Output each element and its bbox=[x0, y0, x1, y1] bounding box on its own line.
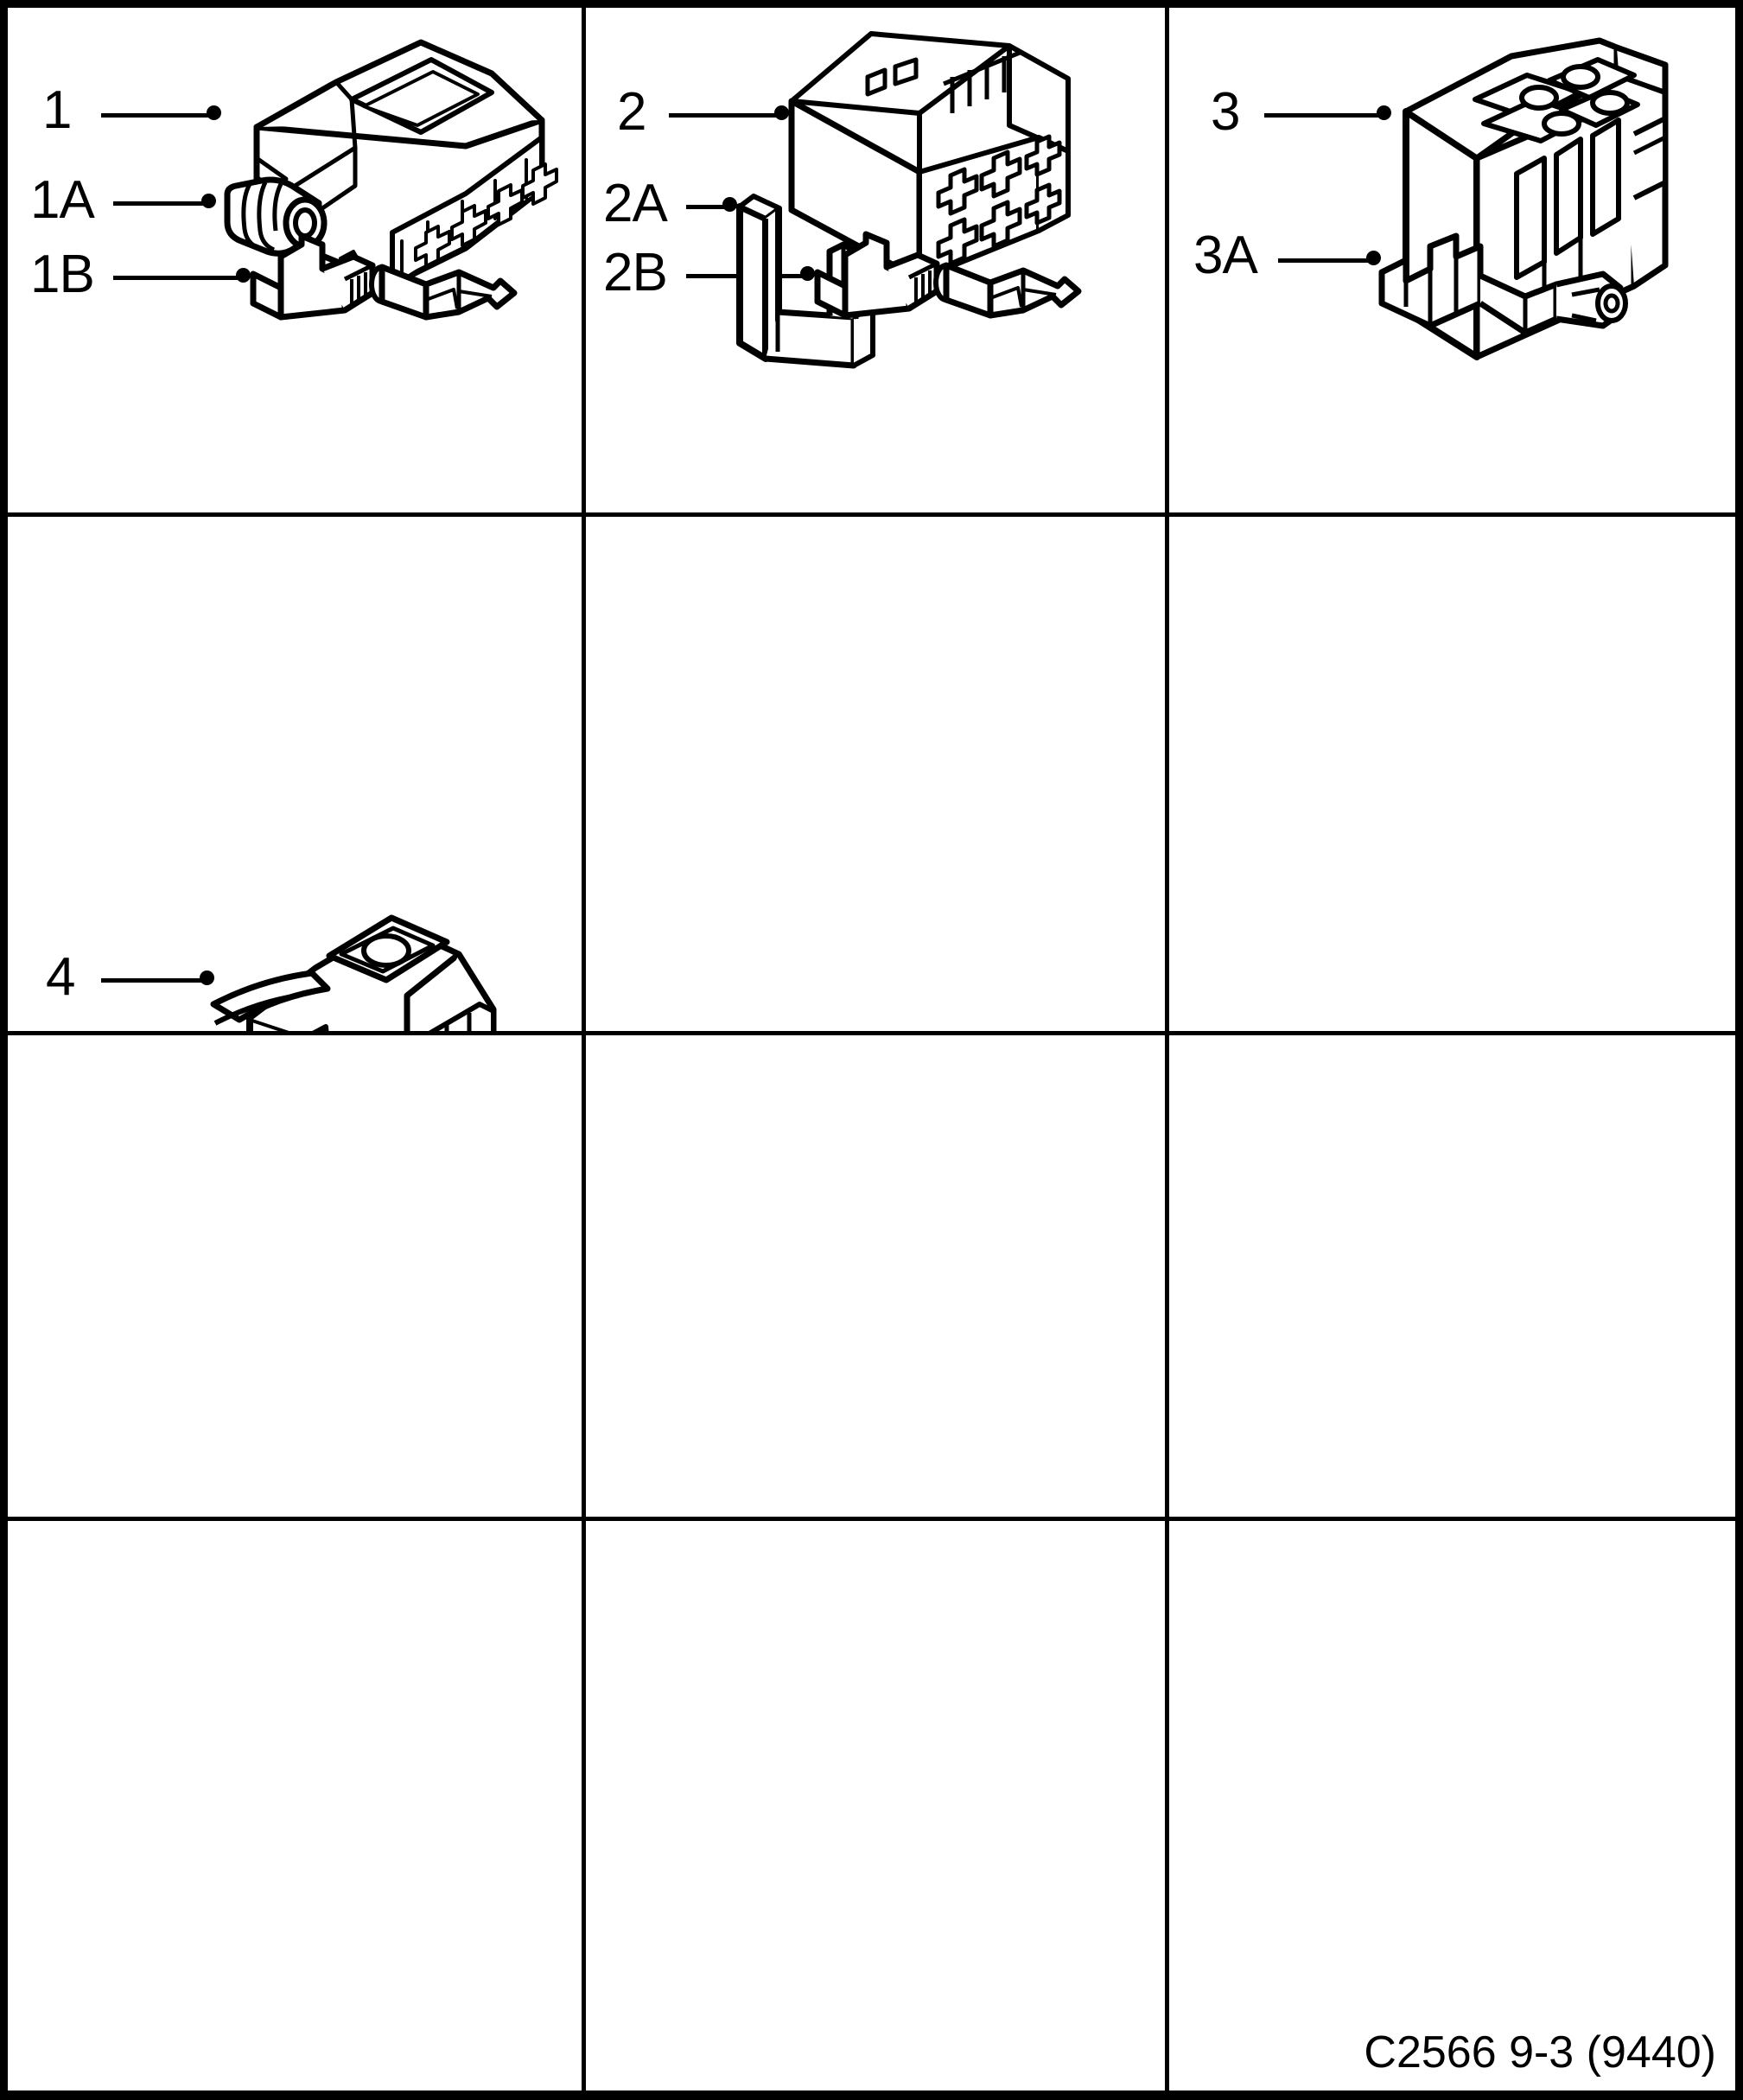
connector-housing-6way-block-art bbox=[774, 23, 1111, 309]
connector-housing-latched-art bbox=[200, 897, 545, 1031]
leader-dot-1b bbox=[236, 268, 251, 283]
leader-line-3 bbox=[1264, 113, 1384, 118]
leader-line-1b bbox=[113, 276, 243, 280]
parts-cell-10: 10 10A 10B 10C bbox=[8, 1521, 586, 2090]
callout-label-2a: 2A bbox=[603, 174, 668, 233]
callout-label-3a: 3A bbox=[1193, 226, 1258, 285]
female-terminal-pin-art-2b bbox=[805, 229, 1091, 341]
parts-cell-3: 3 3A bbox=[1169, 8, 1735, 517]
leader-dot-3a bbox=[1366, 251, 1381, 265]
female-terminal-pin-art-1b bbox=[241, 231, 526, 343]
parts-cell-1: 1 1A 1B bbox=[8, 8, 586, 517]
parts-cell-2: 2 2A 2B bbox=[586, 8, 1169, 517]
leader-line-4 bbox=[101, 978, 207, 983]
leader-dot-2 bbox=[774, 105, 789, 120]
leader-dot-3 bbox=[1377, 105, 1391, 120]
callout-label-3: 3 bbox=[1211, 82, 1240, 142]
callout-label-1b: 1B bbox=[30, 245, 95, 304]
parts-cell-4: 4 4A bbox=[8, 517, 586, 1035]
parts-cell-6-empty bbox=[1169, 517, 1735, 1035]
leader-dot-4 bbox=[200, 970, 214, 985]
sheet-caption: C2566 9-3 (9440) bbox=[1364, 2027, 1716, 2078]
callout-label-2b: 2B bbox=[603, 243, 668, 302]
leader-line-1a bbox=[113, 201, 208, 206]
parts-cell-9: 9B 9 9A 9C bbox=[1169, 1035, 1735, 1521]
secondary-lock-clip-art-2a bbox=[724, 188, 914, 378]
parts-cell-7: 7 7A bbox=[8, 1035, 586, 1521]
leader-line-2a bbox=[686, 205, 729, 209]
leader-line-1 bbox=[101, 113, 213, 118]
leader-line-2b bbox=[686, 274, 807, 278]
parts-grid: 1 1A 1B bbox=[8, 8, 1735, 2090]
callout-label-1: 1 bbox=[42, 80, 72, 140]
leader-line-2 bbox=[669, 113, 781, 118]
parts-cell-12-empty bbox=[1169, 1521, 1735, 2090]
leader-dot-2a bbox=[722, 197, 737, 212]
callout-label-2: 2 bbox=[617, 82, 646, 142]
parts-cell-8: 8 8A 8B bbox=[586, 1035, 1169, 1521]
leader-dot-1a bbox=[201, 194, 216, 208]
leader-dot-2b bbox=[800, 266, 815, 281]
callout-label-1a: 1A bbox=[30, 170, 95, 230]
leader-dot-1 bbox=[207, 105, 221, 120]
cable-seal-grommet-art-1a bbox=[215, 162, 353, 265]
connector-housing-relay-base-art bbox=[1375, 27, 1721, 398]
flat-blade-terminal-art-3a bbox=[1373, 224, 1658, 345]
parts-cell-5-empty bbox=[586, 517, 1169, 1035]
callout-label-4: 4 bbox=[46, 947, 75, 1007]
leader-line-3a bbox=[1278, 258, 1373, 263]
parts-cell-11: 11 11A 11B bbox=[586, 1521, 1169, 2090]
connector-housing-5way-sealed-art bbox=[207, 16, 582, 328]
